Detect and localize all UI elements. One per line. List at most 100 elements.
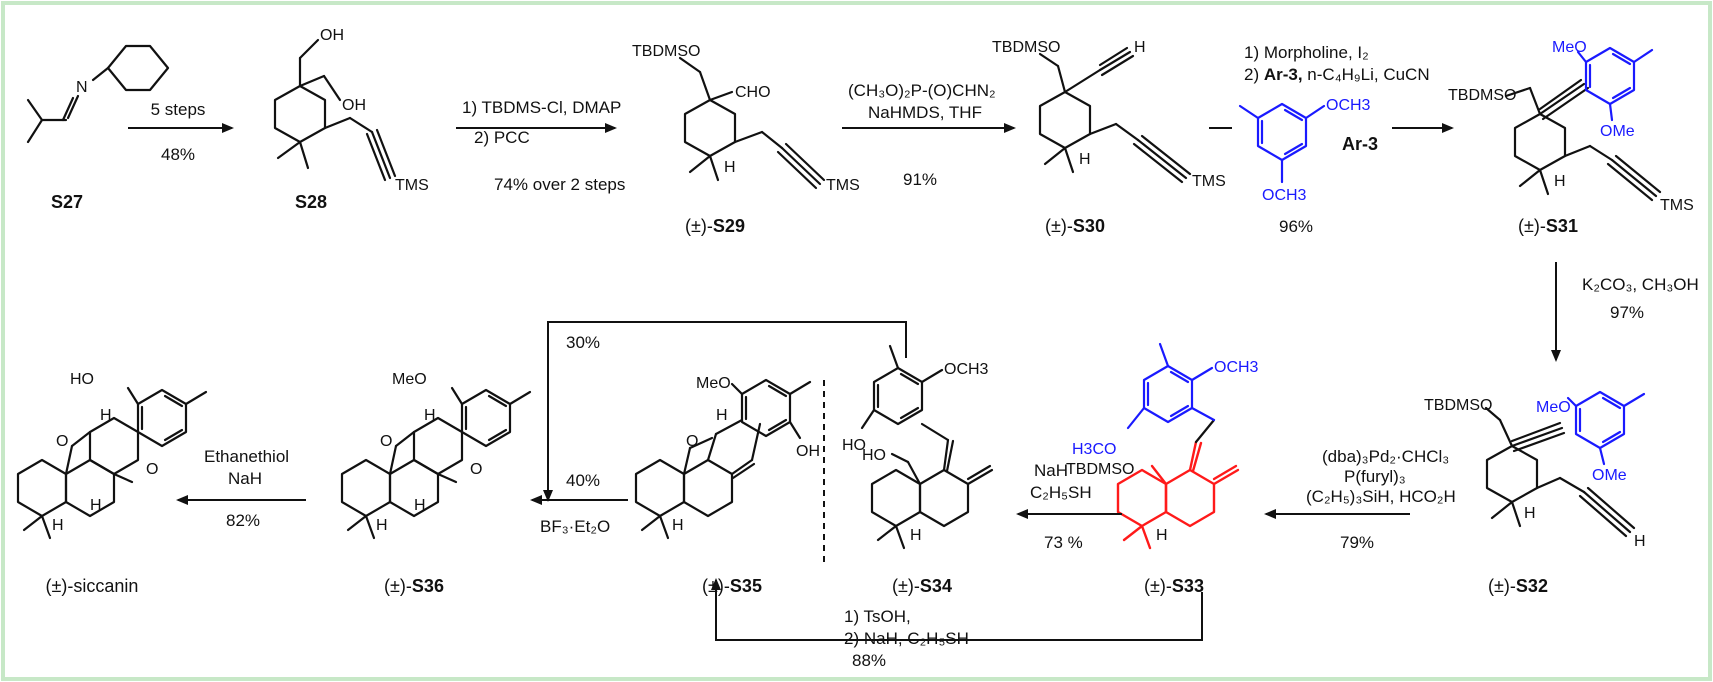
- atom-ho: HO: [862, 447, 886, 464]
- label-s33: (±)-S33: [1144, 576, 1204, 596]
- r3-line2: NaHMDS, THF: [868, 103, 982, 122]
- atom-o: O: [686, 433, 698, 450]
- structure-ar3: OCH3 OCH3: [1238, 97, 1371, 204]
- atom-tms: TMS: [1192, 173, 1226, 190]
- r8-line2: 2) NaH, C₂H₅SH: [844, 629, 969, 648]
- r4-line2: 2) Ar-3, n-C₄H₉Li, CuCN: [1244, 65, 1430, 84]
- atom-oh: OH: [796, 443, 820, 460]
- atom-h: H: [1156, 527, 1168, 544]
- atom-h-3: H: [52, 517, 64, 534]
- label-s29: (±)-S29: [685, 216, 745, 236]
- atom-cho: CHO: [735, 84, 771, 101]
- atom-tms: TMS: [395, 177, 429, 194]
- r4-line1: 1) Morpholine, I₂: [1244, 43, 1369, 62]
- r2-yield: 74% over 2 steps: [494, 175, 625, 194]
- atom-ome: OMe: [1592, 467, 1627, 484]
- r9-top-yield: 30%: [566, 333, 600, 352]
- atom-h3co: H3CO: [1072, 441, 1116, 458]
- structure-s34: OCH3 HO HO H: [842, 344, 994, 550]
- structure-s35: MeO H O OH H: [634, 375, 820, 540]
- r3-yield: 91%: [903, 170, 937, 189]
- structure-s32: MeO OMe TBDMSO H H: [1424, 390, 1646, 550]
- r2-line2: 2) PCC: [474, 128, 530, 147]
- r8-line1: 1) TsOH,: [844, 607, 911, 626]
- atom-h: H: [1554, 173, 1566, 190]
- atom-och3: OCH3: [944, 361, 989, 378]
- atom-o-2: O: [470, 461, 482, 478]
- atom-n: N: [76, 79, 88, 96]
- r5-line1: K₂CO₃, CH₃OH: [1582, 275, 1699, 294]
- atom-o-1: O: [380, 433, 392, 450]
- r6-line3: (C₂H₅)₃SiH, HCO₂H: [1306, 487, 1456, 506]
- structure-siccanin: HO O H H O H: [16, 371, 208, 540]
- atom-oh-2: OH: [342, 97, 366, 114]
- structure-s36: MeO O H H O H: [340, 371, 532, 540]
- atom-meo: MeO: [392, 371, 427, 388]
- atom-h-2: H: [90, 497, 102, 514]
- atom-h-alkyne: H: [1634, 533, 1646, 550]
- atom-oh-1: OH: [320, 27, 344, 44]
- r8-yield: 88%: [852, 651, 886, 670]
- atom-h-alkyne: H: [1134, 39, 1146, 56]
- label-s35: (±)-S35: [702, 576, 762, 596]
- arrow-s34-s36-loop: [543, 321, 907, 502]
- atom-tms: TMS: [826, 177, 860, 194]
- atom-meo: MeO: [696, 375, 731, 392]
- atom-h-2: H: [414, 497, 426, 514]
- atom-meo: MeO: [1552, 39, 1587, 56]
- structure-s31: MeO OMe TBDMSO H TMS: [1448, 39, 1694, 214]
- r10-line1: Ethanethiol: [204, 447, 289, 466]
- label-s31: (±)-S31: [1518, 216, 1578, 236]
- atom-ome: OMe: [1600, 123, 1635, 140]
- r1-top: 5 steps: [151, 100, 206, 119]
- atom-h-2: H: [672, 517, 684, 534]
- atom-tms: TMS: [1660, 197, 1694, 214]
- structure-s27: N: [26, 44, 170, 144]
- label-s28: S28: [295, 192, 327, 212]
- r2-line1: 1) TBDMS-Cl, DMAP: [462, 98, 621, 117]
- r3-line1: (CH₃O)₂P-(O)CHN₂: [848, 81, 996, 100]
- label-s36: (±)-S36: [384, 576, 444, 596]
- label-s30: (±)-S30: [1045, 216, 1105, 236]
- atom-h: H: [724, 159, 736, 176]
- r7-line2: C₂H₅SH: [1030, 483, 1092, 502]
- atom-h: H: [910, 527, 922, 544]
- arrow-s33-s35: [711, 578, 1203, 641]
- atom-och3-1: OCH3: [1326, 97, 1371, 114]
- r9-reagent: BF₃·Et₂O: [540, 517, 610, 536]
- label-s27: S27: [51, 192, 83, 212]
- r7-line1: NaH: [1034, 461, 1068, 480]
- atom-tbdmso: TBDMSO: [1448, 87, 1516, 104]
- atom-h-3: H: [376, 517, 388, 534]
- structure-s28: OH OH TMS: [273, 27, 429, 194]
- r7-yield: 73 %: [1044, 533, 1083, 552]
- atom-h: H: [1524, 505, 1536, 522]
- atom-h-1: H: [424, 407, 436, 424]
- atom-tbdmso: TBDMSO: [992, 39, 1060, 56]
- atom-och3-2: OCH3: [1262, 187, 1307, 204]
- r5-yield: 97%: [1610, 303, 1644, 322]
- structure-s33: OCH3 H3CO TBDMSO H: [1066, 342, 1259, 550]
- label-siccanin: (±)-siccanin: [46, 576, 139, 596]
- atom-h-1: H: [716, 407, 728, 424]
- r10-yield: 82%: [226, 511, 260, 530]
- atom-och3: OCH3: [1214, 359, 1259, 376]
- atom-tbdmso: TBDMSO: [1424, 397, 1492, 414]
- r9-yield: 40%: [566, 471, 600, 490]
- atom-h-1: H: [100, 407, 112, 424]
- structure-s30: TBDMSO H H TMS: [992, 39, 1226, 190]
- atom-ho-phenol: HO: [842, 437, 866, 454]
- r6-line1: (dba)₃Pd₂·CHCl₃: [1322, 447, 1449, 466]
- atom-tbdmso: TBDMSO: [1066, 461, 1134, 478]
- r6-line2: P(furyl)₃: [1344, 467, 1406, 486]
- atom-tbdmso: TBDMSO: [632, 43, 700, 60]
- atom-o-2: O: [146, 461, 158, 478]
- label-s34: (±)-S34: [892, 576, 952, 596]
- atom-o-1: O: [56, 433, 68, 450]
- label-ar3: Ar-3: [1342, 134, 1378, 154]
- structure-s29: TBDMSO CHO H TMS: [632, 43, 860, 194]
- atom-ho: HO: [70, 371, 94, 388]
- atom-h: H: [1079, 151, 1091, 168]
